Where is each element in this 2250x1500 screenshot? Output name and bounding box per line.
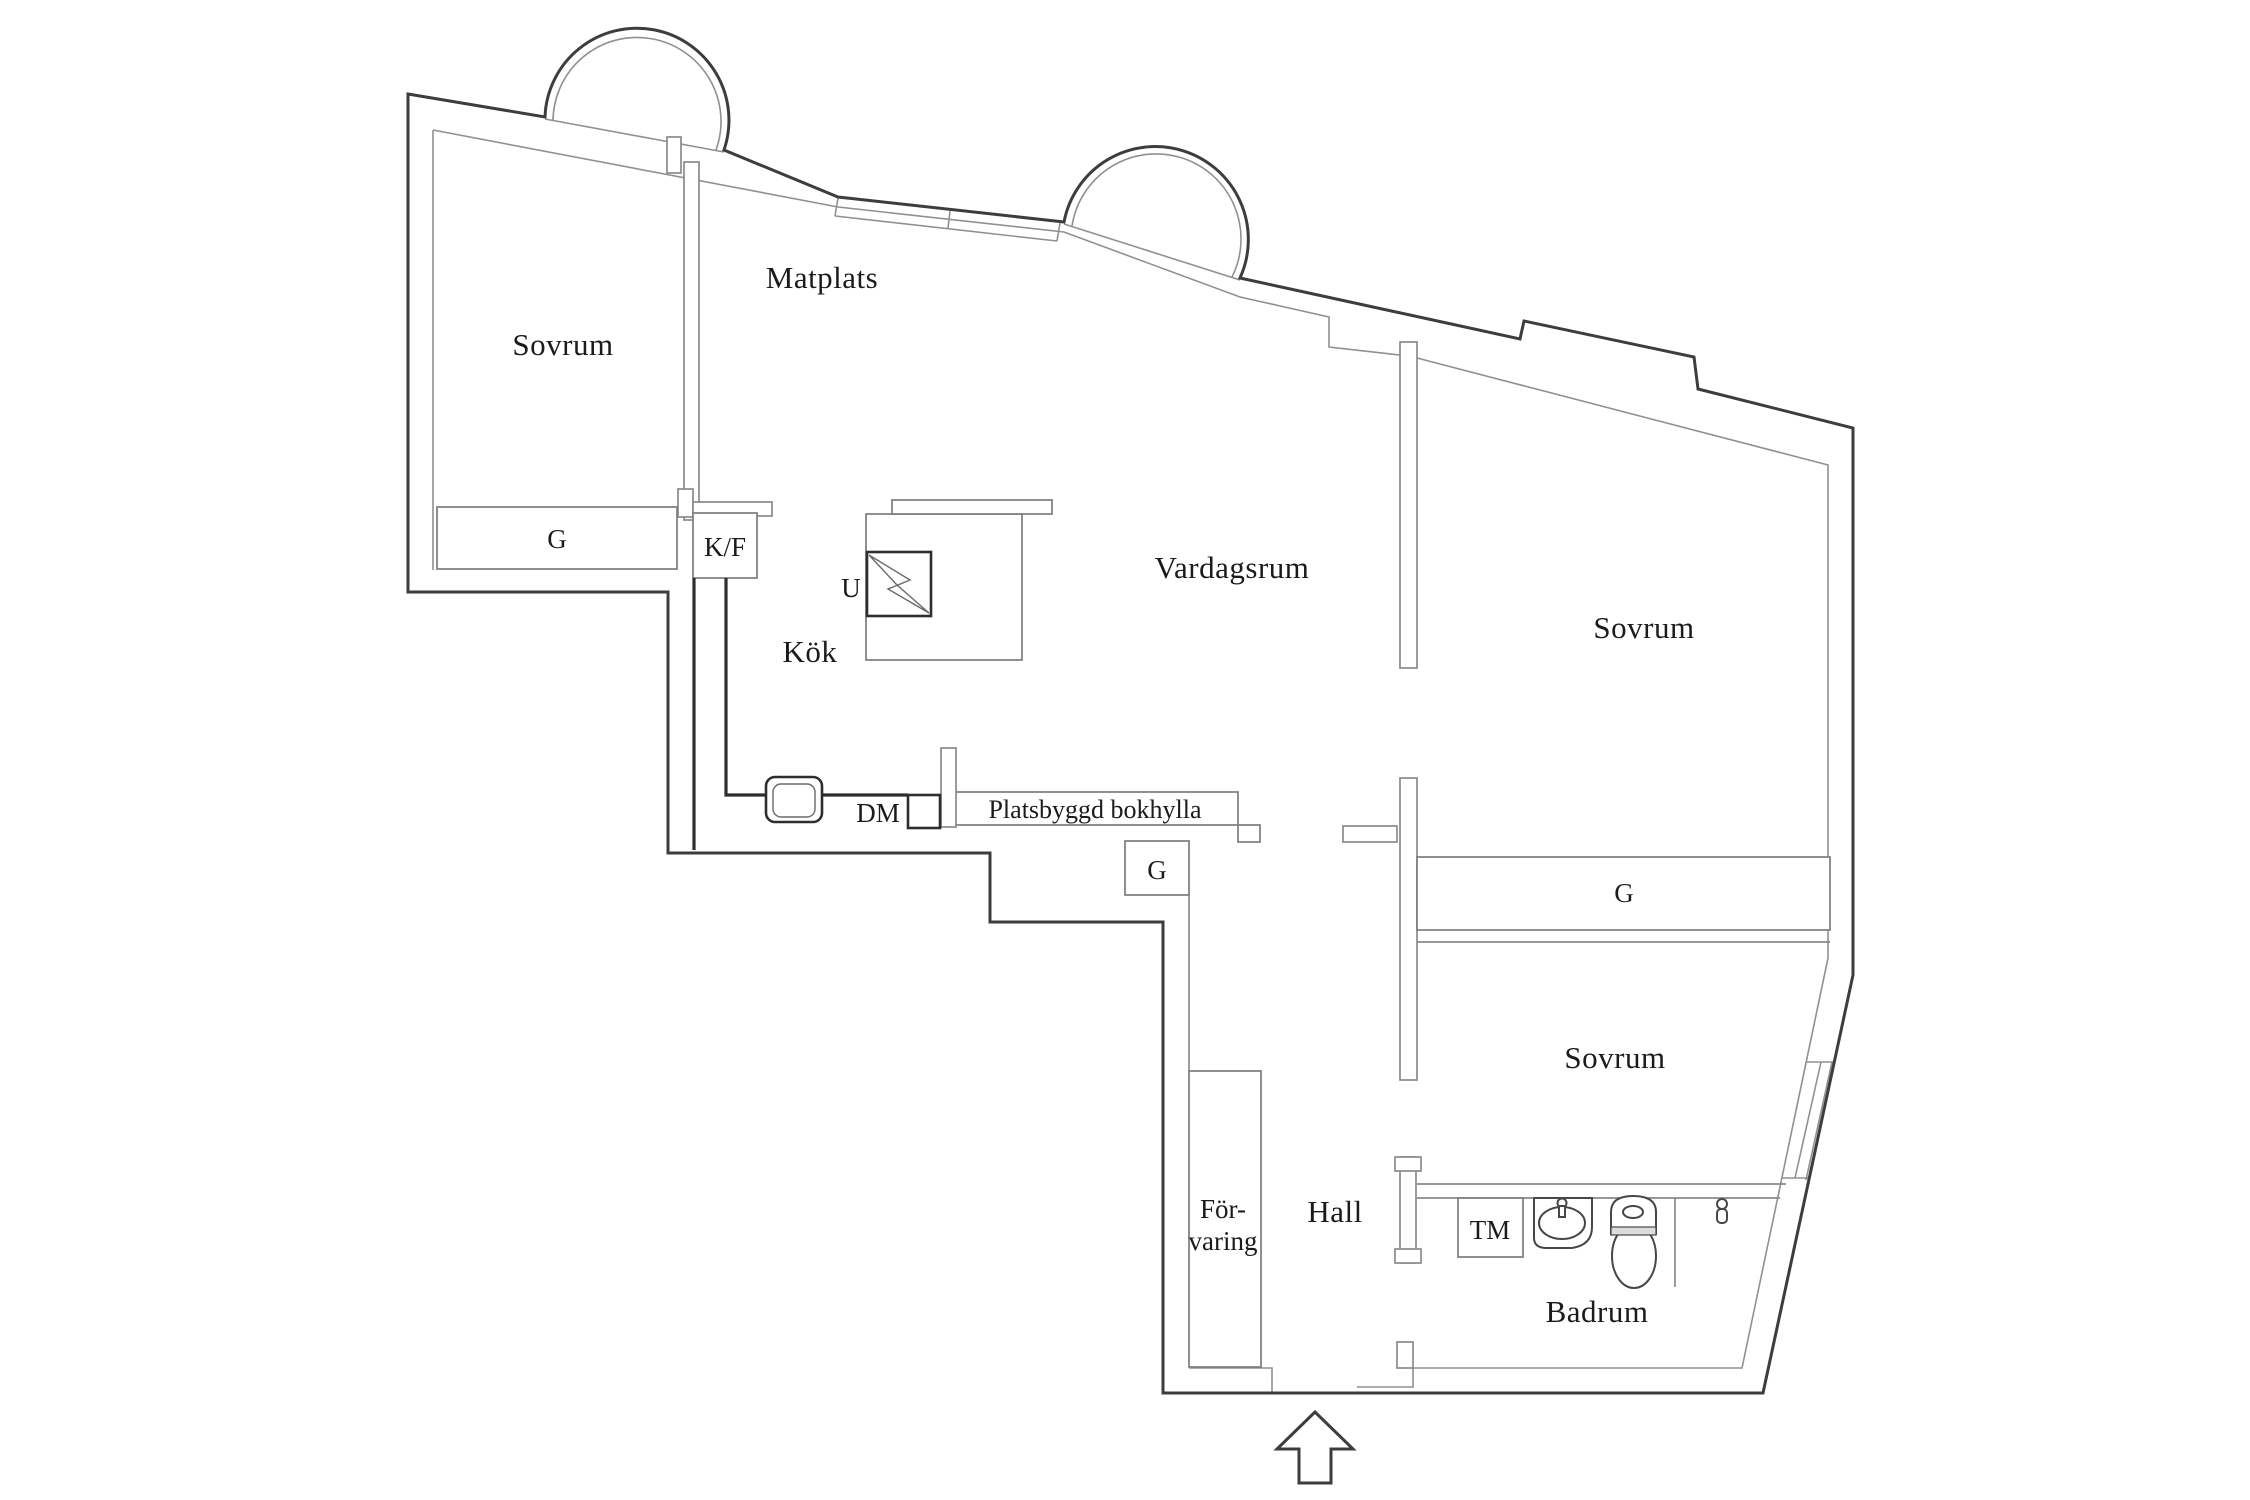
inner-top-wall bbox=[432, 129, 1401, 356]
room-label-storage-line2: varing bbox=[1189, 1226, 1258, 1256]
outer-wall-outline bbox=[406, 26, 1855, 1395]
shower-handle bbox=[1716, 1208, 1728, 1224]
kitchen-sink-inner bbox=[772, 783, 816, 818]
inner-bottom-wall-left bbox=[1189, 1367, 1273, 1393]
inner-right-wall bbox=[1357, 357, 1829, 1388]
shower-control-icon bbox=[1716, 1198, 1728, 1224]
window-slant-wall bbox=[1782, 1061, 1834, 1181]
bathroom-sink-tap-stem bbox=[1558, 1205, 1566, 1218]
label-oven: U bbox=[841, 573, 861, 603]
wall-living-bedroom-upper bbox=[1399, 341, 1418, 669]
kitchen-sink-icon bbox=[764, 775, 824, 824]
stove-icon bbox=[865, 550, 933, 618]
room-label-bedroom-lower: Sovrum bbox=[1564, 1040, 1665, 1075]
label-wardrobe-right: G bbox=[1614, 878, 1634, 908]
bathroom-sink-icon bbox=[1533, 1197, 1593, 1249]
room-label-bedroom-left: Sovrum bbox=[512, 327, 613, 362]
wall-jamb-bedroom-left bbox=[666, 136, 682, 174]
label-wardrobe-left: G bbox=[547, 524, 567, 554]
washing-machine-box bbox=[1457, 1197, 1524, 1258]
label-fridge-freezer: K/F bbox=[704, 532, 746, 562]
wall-stub-entry bbox=[1396, 1341, 1414, 1369]
kitchen-sink-outer bbox=[764, 775, 824, 824]
room-label-dining: Matplats bbox=[766, 260, 879, 295]
wall-bathroom-door-jamb-top bbox=[1394, 1156, 1422, 1172]
toilet-lid-button bbox=[1622, 1205, 1644, 1219]
kitchen-fittings bbox=[692, 550, 942, 850]
label-wardrobe-small: G bbox=[1147, 855, 1167, 885]
wall-stub-kitchen-east bbox=[940, 747, 957, 828]
stove-lightning bbox=[868, 554, 930, 614]
wardrobe-right-row bbox=[1416, 856, 1831, 931]
wall-stub-kitchen-north bbox=[677, 488, 694, 518]
bookshelf-ledge bbox=[1237, 824, 1261, 843]
room-label-storage-line1: För- bbox=[1200, 1194, 1246, 1224]
wall-hall-bedroom-lower bbox=[1399, 777, 1418, 1081]
bay-window-chord-right bbox=[1063, 223, 1241, 281]
toilet-icon bbox=[1610, 1194, 1657, 1289]
wall-stub-hall-opening bbox=[1342, 825, 1398, 843]
bay-window-chord-left bbox=[544, 118, 725, 153]
wall-bedroom-left-dining bbox=[683, 161, 700, 521]
window-top-wall bbox=[834, 197, 1061, 242]
bathroom-fixtures bbox=[1533, 1194, 1728, 1289]
storage-closet bbox=[1188, 1070, 1262, 1368]
kitchen-island-bar bbox=[891, 499, 1053, 515]
bookshelf-builtin bbox=[952, 791, 1239, 826]
shower-knob bbox=[1716, 1198, 1728, 1210]
room-label-living: Vardagsrum bbox=[1155, 550, 1310, 585]
toilet-seat-hinge bbox=[1610, 1226, 1657, 1236]
room-label-hall: Hall bbox=[1307, 1194, 1362, 1229]
room-label-bathroom: Badrum bbox=[1546, 1294, 1649, 1329]
labels: Sovrum Matplats Vardagsrum Kök Sovrum So… bbox=[512, 260, 1694, 1329]
inner-wall-outline bbox=[432, 36, 1834, 1393]
room-label-bedroom-right: Sovrum bbox=[1593, 610, 1694, 645]
label-bookshelf: Platsbyggd bokhylla bbox=[988, 795, 1202, 824]
bay-window-arc-inner-left bbox=[552, 36, 722, 151]
wardrobe-left bbox=[436, 506, 678, 570]
fridge-freezer-cabinet bbox=[692, 512, 758, 579]
wall-bathroom-door bbox=[1399, 1156, 1417, 1264]
label-washing-machine: TM bbox=[1470, 1215, 1511, 1245]
outer-perimeter bbox=[406, 26, 1855, 1395]
wardrobe-small bbox=[1124, 840, 1190, 896]
counter-front bbox=[724, 578, 908, 797]
wall-bathroom-north bbox=[1417, 1183, 1786, 1199]
dishwasher-icon bbox=[906, 793, 942, 830]
entrance-arrow-icon bbox=[1273, 1409, 1357, 1485]
closets bbox=[436, 499, 1831, 1368]
wall-bathroom-door-jamb-bottom bbox=[1394, 1248, 1422, 1264]
room-label-kitchen: Kök bbox=[783, 634, 838, 669]
label-dishwasher: DM bbox=[856, 798, 900, 828]
bay-window-arc-inner-right bbox=[1071, 153, 1242, 278]
